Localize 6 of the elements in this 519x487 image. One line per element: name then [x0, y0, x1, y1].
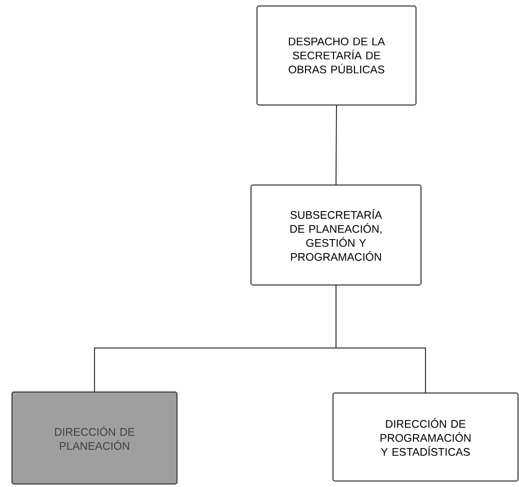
- connector-line: [336, 285, 426, 393]
- org-box: SUBSECRETARÍA DE PLANEACIÓN, GESTIÓN Y PROGRAMACIÓN: [250, 184, 422, 286]
- org-box: DESPACHO DE LA SECRETARÍA DE OBRAS PÚBLICAS: [256, 6, 416, 106]
- org-box: DIRECCIÓN DE PROGRAMACIÓN Y ESTADÍSTICAS: [332, 392, 518, 482]
- connector-line: [336, 105, 337, 185]
- org-box: DIRECCIÓN DE PLANEACIÓN: [12, 392, 178, 484]
